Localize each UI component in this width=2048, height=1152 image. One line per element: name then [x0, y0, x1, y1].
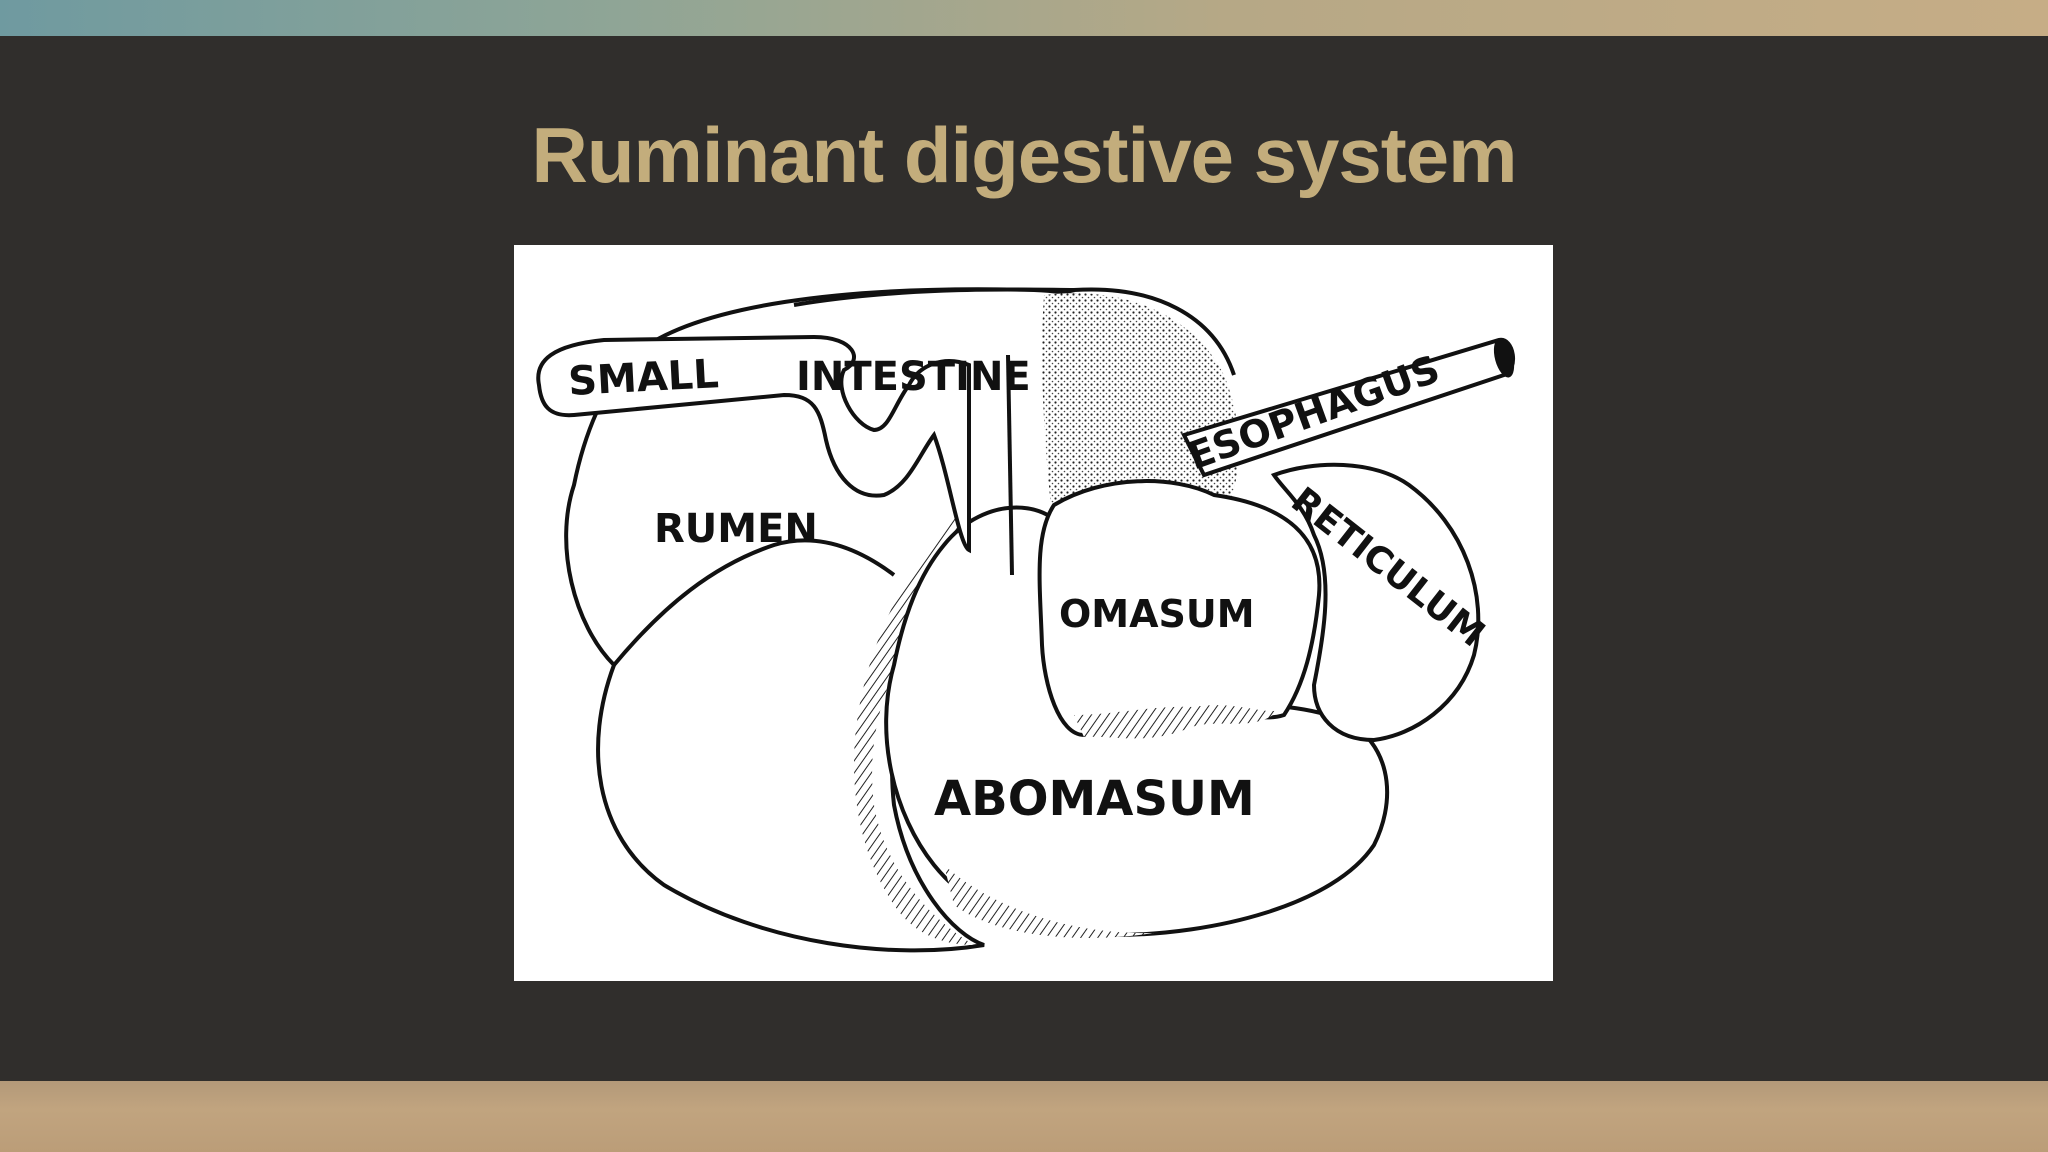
stomach-diagram-drawing: SMALL INTESTINE ESOPHAGUS RETICULUM RUME…	[536, 287, 1516, 953]
esophagus-opening	[1493, 338, 1515, 378]
rumen-fold-line	[612, 538, 896, 667]
small-intestine-tube	[536, 334, 971, 554]
label-omasum: OMASUM	[1059, 592, 1255, 636]
label-small: SMALL	[567, 351, 720, 405]
slide-title: Ruminant digestive system	[531, 111, 1518, 199]
upper-region-outline	[793, 287, 1236, 376]
abomasum-shading	[944, 865, 1154, 938]
reticulum-shape	[1270, 462, 1481, 743]
intestine-descending-line	[1006, 354, 1014, 576]
top-decorative-band	[0, 0, 2048, 36]
label-rumen: RUMEN	[654, 506, 818, 552]
upper-shaded-region	[1042, 293, 1239, 535]
label-intestine: INTESTINE	[796, 354, 1031, 400]
omasum-shading	[1074, 705, 1279, 739]
label-abomasum: ABOMASUM	[934, 771, 1255, 827]
stomach-diagram: SMALL INTESTINE ESOPHAGUS RETICULUM RUME…	[514, 245, 1553, 981]
bottom-decorative-band	[0, 1081, 2048, 1152]
